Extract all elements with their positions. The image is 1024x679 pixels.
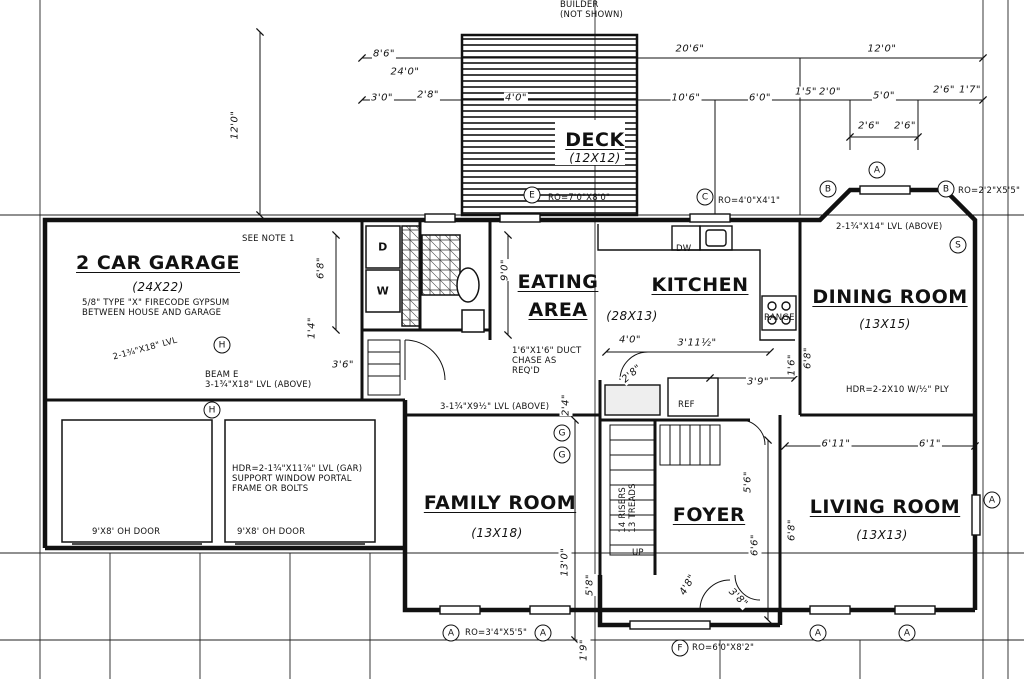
label-washer: W [376, 284, 390, 298]
dim-deck-depth: 12'0" [228, 110, 242, 140]
tag-s-dining: S [949, 236, 967, 254]
tag-h-beam: H [203, 401, 221, 419]
note-kitchen-ro: RO=4'0"X4'1" [718, 196, 781, 206]
room-label-eating-2: AREA [528, 299, 588, 321]
dim-r1-i: 2'6" [931, 84, 957, 96]
room-size-family: (13X18) [471, 526, 523, 540]
note-oh-door-left: 9'X8' OH DOOR [92, 527, 161, 537]
tag-a-living-right: A [898, 624, 916, 642]
dim-garage-14: 1'4" [305, 316, 319, 340]
room-label-kitchen: KITCHEN [651, 274, 749, 296]
note-oh-door-right: 9'X8' OH DOOR [237, 527, 306, 537]
laundry [365, 225, 485, 333]
note-beam-family: 3-1¾"X9½" LVL (ABOVE) [440, 402, 550, 412]
tag-a-living-left: A [809, 624, 827, 642]
dim-garage-6: 6'8" [314, 256, 328, 280]
kitchen-counters [597, 224, 797, 417]
dim-liv-b: 6'1" [917, 438, 943, 450]
dim-r1-b: 2'8" [415, 89, 441, 101]
room-size-living: (13X13) [856, 528, 908, 542]
note-window-b: RO=2'2"X5'5" [958, 186, 1021, 196]
dim-r1-a: 3'0" [369, 92, 395, 104]
tag-f-foyer: F [671, 639, 689, 657]
dim-eat-depth: 9'0" [498, 258, 512, 282]
note-up: UP [632, 548, 644, 558]
dim-k-3: 3'11½" [676, 337, 718, 349]
dim-liv-68: 6'8" [785, 518, 799, 542]
dim-r1-c: 4'0" [503, 92, 529, 104]
dim-k-39: 3'9" [745, 376, 771, 388]
room-label-dining: DINING ROOM [812, 286, 968, 308]
dim-r1-f: 1'5" [793, 86, 819, 98]
dim-fam-58: 5'8" [583, 573, 597, 597]
note-dw: DW [676, 244, 692, 254]
note-stair: 14 RISERS 13 TREADS [618, 483, 638, 533]
note-hdr-garage: HDR=2-1¾"X11⅞" LVL (GAR) SUPPORT WINDOW … [232, 464, 363, 494]
tag-h-garage: H [213, 336, 231, 354]
dim-k-4: 4'0" [617, 334, 643, 346]
note-hdr-dining: HDR=2-2X10 W/½" PLY [846, 385, 950, 395]
room-size-kitchen: (28X13) [606, 309, 658, 323]
tag-a-bay: A [868, 161, 886, 179]
room-size-deck: (12X12) [569, 151, 621, 165]
stairs [367, 339, 721, 556]
room-label-eating-1: EATING [517, 271, 599, 293]
room-size-dining: (13X15) [859, 317, 911, 331]
dim-fam-13: 13'0" [558, 547, 572, 577]
tag-g-family: G [553, 424, 571, 442]
tag-a-family-left: A [442, 624, 460, 642]
tag-b-bay-left: B [819, 180, 837, 198]
tag-a-family-right: A [534, 624, 552, 642]
note-duct-chase: 1'6"X1'6" DUCT CHASE AS REQ'D [512, 346, 582, 376]
door-swings [404, 339, 766, 611]
note-gypsum: 5/8" TYPE "X" FIRECODE GYPSUM BETWEEN HO… [82, 298, 230, 318]
room-label-deck: DECK [565, 129, 625, 151]
note-range: RANGE [764, 313, 795, 323]
note-see-note: SEE NOTE 1 [242, 234, 295, 244]
room-label-foyer: FOYER [672, 504, 746, 526]
dim-foy-66: 6'6" [748, 533, 762, 557]
dim-garage-36: 3'6" [330, 359, 356, 371]
dim-r1-e: 6'0" [747, 92, 773, 104]
room-label-living: LIVING ROOM [809, 496, 961, 518]
note-window-fr: RO=3'4"X5'5" [465, 628, 528, 638]
garage-doors [61, 419, 376, 545]
note-builder: BUILDER (NOT SHOWN) [560, 0, 624, 20]
dim-r1-d: 10'6" [670, 92, 702, 104]
dim-r1-g: 2'0" [817, 86, 843, 98]
note-deck-ro: RO=7'0"X8'0" [548, 193, 611, 203]
tag-g-family-2: G [553, 446, 571, 464]
note-window-f: RO=6'0"X8'2" [692, 643, 755, 653]
tag-e-deck: E [523, 186, 541, 204]
dim-top-left: 8'6" [371, 48, 397, 60]
dim-top-mid: 20'6" [674, 43, 706, 55]
room-label-garage: 2 CAR GARAGE [76, 252, 240, 274]
dim-r1-j: 1'7" [957, 84, 983, 96]
dim-dining-68: 6'8" [801, 346, 815, 370]
room-label-family: FAMILY ROOM [423, 492, 577, 514]
note-bay-hdr: 2-1¾"X14" LVL (ABOVE) [836, 222, 943, 232]
room-size-garage: (24X22) [132, 280, 184, 294]
note-ref: REF [678, 400, 695, 410]
dim-bay-a: 2'6" [856, 120, 882, 132]
dim-top-right: 12'0" [866, 43, 898, 55]
dim-liv-a: 6'11" [820, 438, 852, 450]
dim-bay-b: 2'6" [892, 120, 918, 132]
tag-c-kitchen: C [696, 188, 714, 206]
windows [424, 185, 981, 630]
dim-16: 1'6" [785, 353, 799, 377]
dim-24: 2'4" [559, 393, 573, 417]
dim-foy-56: 5'6" [741, 470, 755, 494]
note-beam-e: BEAM E 3-1¾"X18" LVL (ABOVE) [205, 370, 312, 390]
dim-r1-h: 5'0" [871, 90, 897, 102]
tag-a-living-side: A [983, 491, 1001, 509]
tag-b-bay-right: B [937, 180, 955, 198]
label-dryer: D [378, 240, 388, 254]
dim-top-left-2: 24'0" [389, 66, 421, 78]
dim-19: 1'9" [577, 638, 591, 662]
